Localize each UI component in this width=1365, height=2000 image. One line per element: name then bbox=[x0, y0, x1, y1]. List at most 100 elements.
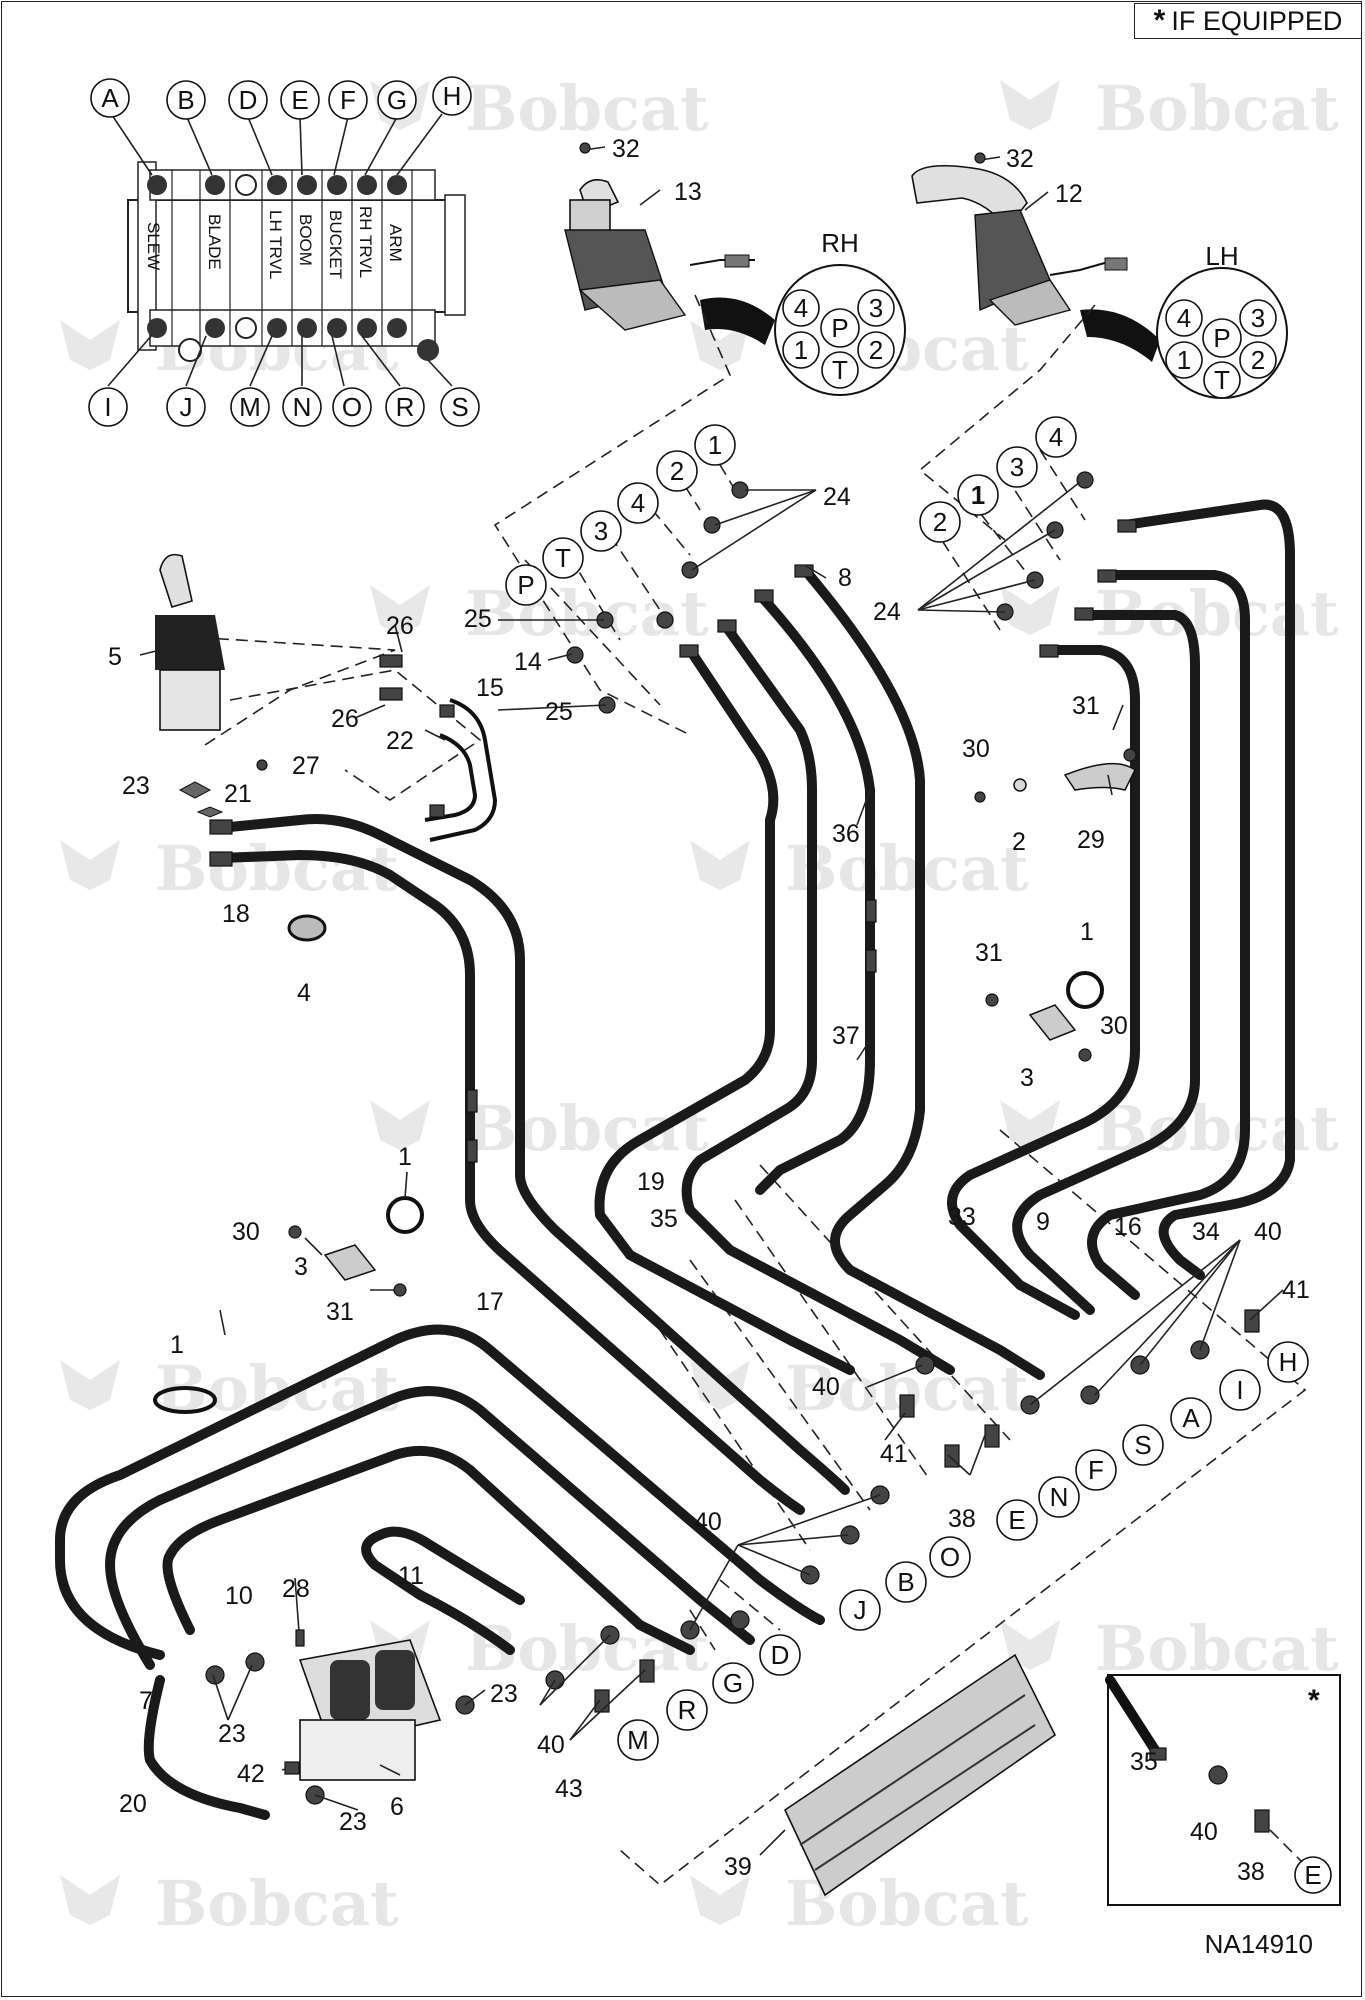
grommet-4 bbox=[287, 914, 327, 942]
rh-title: RH bbox=[821, 228, 859, 258]
lh-line-4: 4 bbox=[1049, 422, 1063, 452]
callout-27: 27 bbox=[292, 752, 320, 780]
callout-31: 31 bbox=[326, 1298, 354, 1326]
port-circle-m: M bbox=[627, 1725, 649, 1755]
hose-10-7 bbox=[105, 1386, 755, 1670]
bottom-row-circles: M R G D bbox=[617, 1634, 801, 1761]
clamp-29 bbox=[1063, 762, 1136, 791]
callout-26: 26 bbox=[386, 612, 414, 640]
rh-joystick: RH 4 P 3 1 2 T bbox=[564, 179, 906, 396]
port-label-b: B bbox=[177, 85, 194, 115]
callout-23: 23 bbox=[490, 1680, 518, 1708]
lh-pin-p: P bbox=[1213, 323, 1230, 353]
callout-2: 2 bbox=[1012, 828, 1026, 856]
watermark: Bobcat bbox=[155, 1867, 399, 1940]
inset-label-40: 40 bbox=[1190, 1818, 1218, 1846]
callout-24: 24 bbox=[823, 483, 851, 511]
inset-box: * 35 40 38 E bbox=[1105, 1674, 1341, 1906]
callout-42: 42 bbox=[237, 1760, 265, 1788]
callout-43: 43 bbox=[555, 1775, 583, 1803]
rh-line-circles: P T 3 4 2 1 bbox=[505, 424, 736, 606]
callout-21: 21 bbox=[224, 780, 252, 808]
callout-40: 40 bbox=[537, 1731, 565, 1759]
lh-line-2: 2 bbox=[933, 507, 947, 537]
port-circle-j: J bbox=[854, 1595, 867, 1625]
lh-pin-2: 2 bbox=[1251, 345, 1265, 375]
port-label-m: M bbox=[239, 392, 261, 422]
callout-9: 9 bbox=[1036, 1208, 1050, 1236]
rh-pin-2: 2 bbox=[869, 335, 883, 365]
port-circle-b: B bbox=[897, 1567, 914, 1597]
inset-label-38: 38 bbox=[1237, 1858, 1265, 1886]
rh-line-p: P bbox=[517, 570, 534, 600]
callout-36: 36 bbox=[832, 820, 860, 848]
port-label-j: J bbox=[180, 392, 193, 422]
port-label-h: H bbox=[443, 81, 462, 111]
port-label-a: A bbox=[101, 83, 119, 113]
lh-line-circles: 2 1 3 4 bbox=[919, 416, 1077, 543]
lh-title: LH bbox=[1205, 241, 1238, 271]
callout-8: 8 bbox=[838, 564, 852, 592]
callout-26: 26 bbox=[331, 705, 359, 733]
callout-3: 3 bbox=[1020, 1064, 1034, 1092]
port-label-s: S bbox=[451, 392, 468, 422]
pedal-valve-6 bbox=[298, 1639, 442, 1781]
leader-lines bbox=[139, 146, 1284, 1856]
callout-1: 1 bbox=[398, 1143, 412, 1171]
valve-section-label: RH TRVL bbox=[356, 206, 375, 278]
port-circle-i: I bbox=[1236, 1375, 1243, 1405]
inset-label-35: 35 bbox=[1130, 1748, 1158, 1776]
callout-3: 3 bbox=[294, 1253, 308, 1281]
callout-41: 41 bbox=[880, 1440, 908, 1468]
callout-23: 23 bbox=[218, 1720, 246, 1748]
valve-bottom-port-callouts: I J M N O R S bbox=[88, 387, 480, 427]
hose-10 bbox=[162, 1445, 695, 1655]
callout-30: 30 bbox=[962, 735, 990, 763]
callout-5: 5 bbox=[108, 643, 122, 671]
hose-34 bbox=[1120, 499, 1295, 1280]
valve-bottom-port-fittings bbox=[147, 317, 439, 362]
port-label-n: N bbox=[293, 392, 312, 422]
callout-20: 20 bbox=[119, 1790, 147, 1818]
port-circle-e: E bbox=[1008, 1505, 1025, 1535]
rh-pin-t: T bbox=[832, 355, 848, 385]
valve-section-dividers bbox=[171, 170, 413, 346]
control-valve-schematic: SLEW BLADE LH TRVL BOOM BUCKET RH TRVL A… bbox=[88, 76, 480, 427]
callout-12: 12 bbox=[1055, 180, 1083, 208]
rh-line-1: 1 bbox=[708, 430, 722, 460]
callout-13: 13 bbox=[674, 178, 702, 206]
rh-line-t: T bbox=[555, 543, 571, 573]
rh-pin-p: P bbox=[831, 313, 848, 343]
port-circle-f: F bbox=[1088, 1455, 1104, 1485]
callout-29: 29 bbox=[1077, 826, 1105, 854]
callout-40: 40 bbox=[1254, 1218, 1282, 1246]
lh-line-3: 3 bbox=[1010, 452, 1024, 482]
valve-port-leaders bbox=[107, 111, 453, 387]
port-circle-s: S bbox=[1134, 1430, 1151, 1460]
callout-33: 33 bbox=[948, 1203, 976, 1231]
dashed-connection-lines bbox=[159, 294, 1307, 1887]
callout-34: 34 bbox=[1192, 1218, 1220, 1246]
hose-16 bbox=[1087, 570, 1250, 1300]
hose-11 bbox=[361, 1526, 525, 1655]
hose-21 bbox=[215, 814, 850, 1495]
callout-6: 6 bbox=[390, 1793, 404, 1821]
callout-22: 22 bbox=[386, 727, 414, 755]
callout-32: 32 bbox=[1006, 145, 1034, 173]
port-label-g: G bbox=[387, 85, 407, 115]
rh-line-3: 3 bbox=[594, 516, 608, 546]
port-label-r: R bbox=[396, 392, 415, 422]
hose-18-17 bbox=[215, 850, 805, 1515]
port-label-d: D bbox=[239, 85, 258, 115]
inset-label-e: E bbox=[1304, 1860, 1321, 1890]
if-equipped-text: IF EQUIPPED bbox=[1171, 5, 1343, 36]
lh-pin-t: T bbox=[1214, 365, 1230, 395]
port-label-i: I bbox=[104, 392, 111, 422]
callout-16: 16 bbox=[1114, 1213, 1142, 1241]
callout-18: 18 bbox=[222, 900, 250, 928]
port-label-f: F bbox=[340, 85, 356, 115]
port-circle-a: A bbox=[1182, 1403, 1200, 1433]
main-valve-39 bbox=[783, 1653, 1057, 1897]
callout-14: 14 bbox=[514, 648, 542, 676]
callout-40: 40 bbox=[694, 1508, 722, 1536]
